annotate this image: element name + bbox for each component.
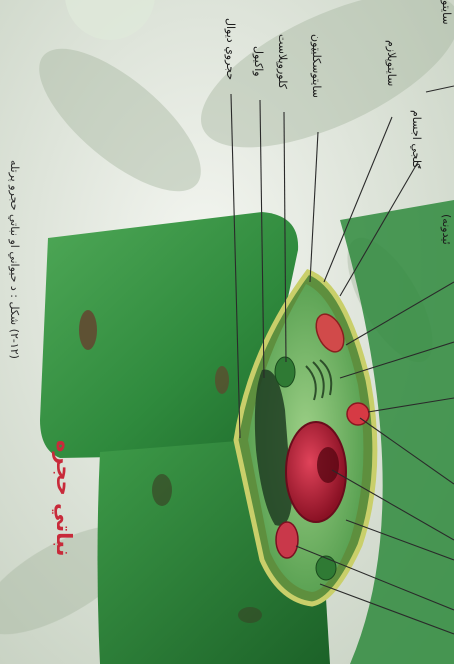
label-partial-right: ئيدونه) <box>440 214 453 245</box>
mitochondrion <box>276 522 298 558</box>
nucleolus <box>317 447 339 483</box>
neighbor-bottom-organelle <box>152 474 172 506</box>
chloroplast <box>275 357 295 387</box>
figure-caption: (۲-۱۲) شکل : د حیواني او نباتي حجرو پرتل… <box>8 160 21 359</box>
label-cell-wall: حجروي ديوال <box>224 18 237 80</box>
label-cytoskeleton: سایتوسکلیټون <box>310 34 323 98</box>
label-vacuole: واکيول <box>252 46 265 77</box>
label-golgi-bodies: ګلجي اجسام <box>410 110 423 168</box>
label-cytoplasm: سايتوپلازم <box>385 40 398 86</box>
neighbor-top-organelle <box>215 366 229 394</box>
figure-title: نباتي حجره <box>52 440 76 557</box>
chloroplast <box>316 556 336 580</box>
label-chloroplast: کلوروپلاست <box>276 34 289 89</box>
label-partial-top: سایتو <box>440 0 453 25</box>
neighbor-bottom-organelle <box>238 607 262 623</box>
neighbor-top-organelle <box>79 310 97 350</box>
